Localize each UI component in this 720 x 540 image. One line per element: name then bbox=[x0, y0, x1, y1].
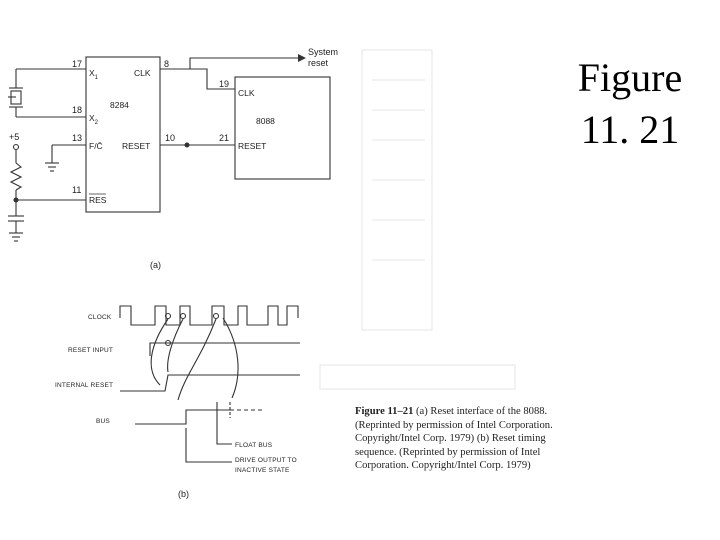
part-b-label: (b) bbox=[178, 489, 189, 499]
chip-8284-fc: F/C̄ bbox=[89, 141, 103, 151]
drive-output-label-line1: DRIVE OUTPUT TO bbox=[235, 457, 297, 464]
caption-figure-number: Figure 11–21 bbox=[355, 406, 414, 417]
pin-13: 13 bbox=[72, 133, 82, 143]
schematic-labels: 17 18 13 11 8 10 19 21 X1 X2 CLK 8284 F/… bbox=[9, 47, 338, 270]
chip-8284-x1: X1 bbox=[89, 68, 99, 81]
pin-10: 10 bbox=[165, 133, 175, 143]
supply-label: +5 bbox=[9, 132, 19, 142]
clock-waveform bbox=[119, 305, 299, 326]
chip-8088-clk: CLK bbox=[238, 88, 255, 98]
chip-8284-name: 8284 bbox=[110, 100, 129, 110]
internal-reset-waveform bbox=[120, 374, 300, 392]
reset-interface-schematic bbox=[8, 56, 331, 242]
float-bus-label: FLOAT BUS bbox=[235, 442, 273, 449]
chip-8284-res: RES bbox=[89, 195, 107, 205]
pin-11: 11 bbox=[72, 185, 81, 195]
system-reset-line1: System bbox=[308, 47, 338, 57]
reset-input-waveform bbox=[149, 342, 300, 356]
pin-17: 17 bbox=[72, 59, 82, 69]
chip-8284-reset: RESET bbox=[122, 141, 150, 151]
chip-8284-clk: CLK bbox=[134, 68, 151, 78]
timing-labels: CLOCK RESET INPUT INTERNAL RESET BUS FLO… bbox=[55, 314, 297, 499]
internal-reset-label: INTERNAL RESET bbox=[55, 382, 113, 389]
system-reset-arrowhead bbox=[298, 54, 306, 62]
bus-waveform bbox=[135, 409, 230, 425]
scan-residue bbox=[319, 49, 516, 390]
system-reset-line2: reset bbox=[308, 58, 329, 68]
figure-caption: Figure 11–21 (a) Reset interface of the … bbox=[355, 405, 560, 473]
chip-8284-x2: X2 bbox=[89, 113, 99, 126]
chip-8088 bbox=[234, 76, 331, 180]
pin-8: 8 bbox=[164, 59, 169, 69]
reset-input-label: RESET INPUT bbox=[68, 347, 113, 354]
chip-8088-reset: RESET bbox=[238, 141, 266, 151]
slide-title-line1: Figure bbox=[577, 55, 683, 100]
clock-label: CLOCK bbox=[88, 314, 112, 321]
pin-19: 19 bbox=[219, 79, 229, 89]
pin-21: 21 bbox=[219, 133, 229, 143]
caption-text: (a) Reset interface of the 8088. (Reprin… bbox=[355, 406, 553, 472]
slide-title: Figure 11. 21 bbox=[560, 52, 700, 156]
slide-title-line2: 11. 21 bbox=[580, 107, 680, 152]
pin-18: 18 bbox=[72, 105, 82, 115]
chip-8284 bbox=[85, 56, 161, 213]
drive-output-label-line2: INACTIVE STATE bbox=[235, 467, 290, 474]
chip-8088-name: 8088 bbox=[256, 116, 275, 126]
bus-label: BUS bbox=[96, 418, 110, 425]
reset-timing-diagram bbox=[119, 305, 300, 463]
part-a-label: (a) bbox=[150, 260, 161, 270]
